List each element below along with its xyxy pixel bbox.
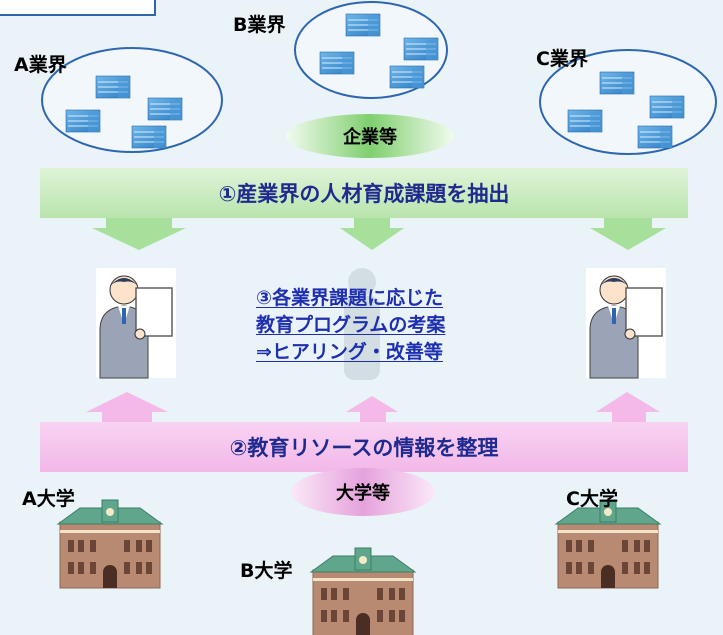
- step3-text: ③各業界課題に応じた 教育プログラムの考案 ⇒ヒアリング・改善等: [256, 285, 496, 366]
- university-building-b: [310, 547, 416, 635]
- industry-label-b: B業界: [233, 14, 286, 36]
- step2-band: ②教育リソースの情報を整理: [40, 422, 688, 472]
- staff-illustration-right: [585, 267, 667, 379]
- step3-line-1: ③各業界課題に応じた: [256, 287, 444, 309]
- step2-text: ②教育リソースの情報を整理: [229, 436, 499, 460]
- industry-label-a: A業界: [14, 54, 67, 76]
- university-building-a: [57, 499, 163, 589]
- title-box-fragment: [0, 0, 156, 16]
- step1-text: ①産業界の人材育成課題を抽出: [218, 182, 510, 206]
- university-building-c: [555, 499, 661, 589]
- universities-pill: 大学等: [336, 483, 390, 504]
- university-label-c: C大学: [566, 488, 618, 510]
- industry-label-c: C業界: [536, 48, 588, 70]
- staff-illustration-left: [95, 267, 177, 379]
- step3-line-3: ⇒ヒアリング・改善等: [256, 341, 443, 363]
- university-label-a: A大学: [22, 488, 75, 510]
- step1-band: ①産業界の人材育成課題を抽出: [40, 168, 688, 218]
- companies-pill: 企業等: [343, 127, 397, 148]
- step3-line-2: 教育プログラムの考案: [256, 314, 446, 336]
- university-label-b: B大学: [240, 560, 293, 582]
